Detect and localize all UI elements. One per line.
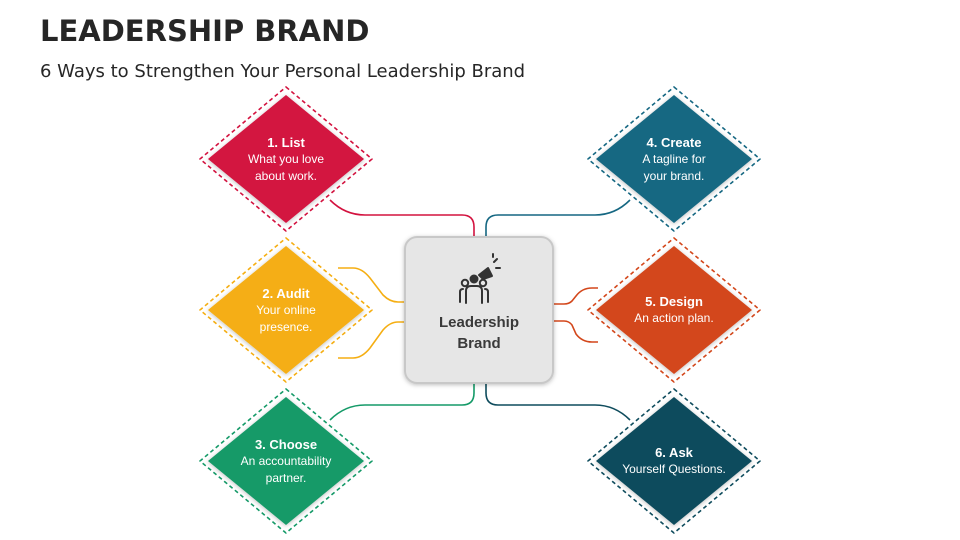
connector-2-lower (338, 321, 404, 359)
step-4-text: 4. Create A tagline for your brand. (609, 134, 739, 185)
diamond-4-shape (596, 95, 752, 223)
step-6-title: 6. Ask (655, 445, 693, 460)
step-6-text: 6. Ask Yourself Questions. (609, 444, 739, 478)
diamond-3 (199, 388, 373, 534)
step-3-desc: An accountability partner. (240, 454, 332, 485)
connector-3 (329, 384, 475, 421)
step-6-desc: Yourself Questions. (622, 462, 726, 476)
diamond-4-outline (587, 86, 761, 232)
diamond-2-outline (199, 237, 373, 383)
connector-5-lower (553, 320, 598, 343)
connector-1 (329, 199, 475, 238)
step-2-desc: Your online presence. (256, 303, 316, 334)
diamond-4 (587, 86, 761, 232)
step-4-desc: A tagline for your brand. (642, 152, 706, 183)
diamond-6-shape (596, 397, 752, 525)
diamond-5-outline (587, 237, 761, 383)
step-5-title: 5. Design (645, 294, 703, 309)
diamond-2 (199, 237, 373, 383)
center-box (404, 236, 554, 384)
diamond-6 (587, 388, 761, 534)
diamond-3-shape (208, 397, 364, 525)
diamond-1-outline (199, 86, 373, 232)
step-1-desc: What you love about work. (247, 152, 325, 183)
connectors (329, 199, 631, 421)
diamond-1-shape (208, 95, 364, 223)
step-4-title: 4. Create (646, 135, 702, 150)
diamond-5 (587, 237, 761, 383)
leader-megaphone-icon (459, 253, 501, 304)
step-1-title: 1. List (267, 135, 305, 150)
connector-6 (485, 384, 631, 421)
step-1-text: 1. List What you love about work. (221, 134, 351, 185)
page-subtitle: 6 Ways to Strengthen Your Personal Leade… (40, 61, 526, 82)
center-label: Leadership Brand (438, 314, 520, 352)
diamond-2-shape (208, 246, 364, 374)
step-5-text: 5. Design An action plan. (609, 293, 739, 327)
step-3-title: 3. Choose (254, 437, 318, 452)
diamond-1 (199, 86, 373, 232)
step-2-title: 2. Audit (262, 286, 310, 301)
diamond-3-outline (199, 388, 373, 534)
connector-4 (485, 199, 631, 238)
diamond-6-outline (587, 388, 761, 534)
diamond-5-shape (596, 246, 752, 374)
connector-5-upper (553, 287, 598, 305)
step-5-desc: An action plan. (634, 311, 714, 325)
connector-2-upper (338, 267, 404, 303)
page-title: LEADERSHIP BRAND (40, 14, 370, 48)
step-2-text: 2. Audit Your online presence. (221, 285, 351, 336)
step-3-text: 3. Choose An accountability partner. (221, 436, 351, 487)
